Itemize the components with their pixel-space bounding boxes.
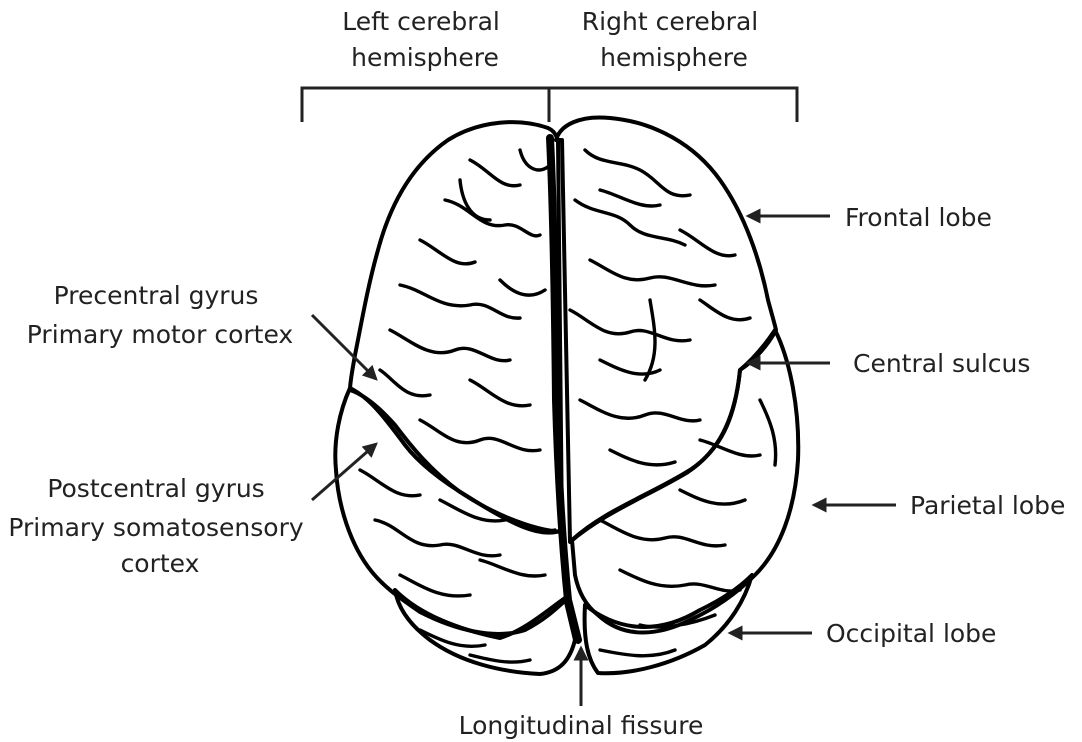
right-hemisphere-label-line1: Right cerebral	[582, 7, 758, 36]
right-hemisphere-label-line2: hemisphere	[600, 43, 748, 72]
precentral-label-line2: Primary motor cortex	[27, 320, 293, 349]
left-hemisphere	[335, 122, 575, 674]
postcentral-label-line2: Primary somatosensory	[8, 513, 303, 542]
right-frontal-lobe	[556, 117, 776, 542]
hemisphere-bracket	[302, 88, 797, 122]
precentral-label: Precentral gyrus Primary motor cortex	[27, 281, 293, 349]
precentral-label-line1: Precentral gyrus	[54, 281, 259, 310]
left-frontal-lobe	[350, 122, 562, 532]
label-arrows	[312, 216, 896, 706]
left-hemisphere-label-line2: hemisphere	[351, 43, 499, 72]
frontal-lobe-label: Frontal lobe	[845, 203, 992, 232]
postcentral-label-line3: cortex	[121, 549, 200, 578]
postcentral-label: Postcentral gyrus Primary somatosensory …	[8, 474, 311, 578]
parietal-lobe-label: Parietal lobe	[910, 491, 1065, 520]
occipital-lobe-label: Occipital lobe	[826, 619, 996, 648]
longitudinal-fissure-label: Longitudinal fissure	[459, 711, 704, 740]
central-sulcus-label: Central sulcus	[853, 349, 1030, 378]
right-hemisphere-label: Right cerebral hemisphere	[582, 7, 766, 72]
postcentral-label-line1: Postcentral gyrus	[47, 474, 264, 503]
left-hemisphere-label: Left cerebral hemisphere	[342, 7, 508, 72]
right-parietal-lobe	[572, 330, 798, 633]
right-hemisphere	[556, 117, 798, 673]
left-hemisphere-label-line1: Left cerebral	[342, 7, 500, 36]
